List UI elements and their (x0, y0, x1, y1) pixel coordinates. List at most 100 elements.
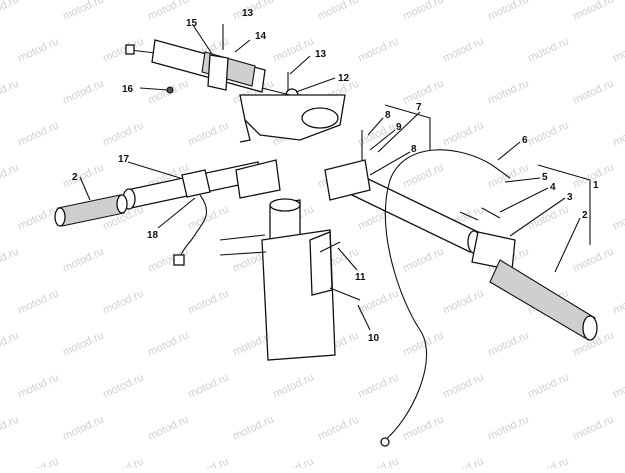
right-grip-body (489, 259, 596, 339)
watermark-text: motod.ru (16, 35, 60, 64)
screw-5 (459, 211, 479, 221)
callout-6: 6 (522, 135, 528, 146)
watermark-text: motod.ru (441, 287, 485, 316)
watermark-text: motod.ru (146, 413, 190, 442)
watermark-text: motod.ru (186, 119, 230, 148)
watermark-text: motod.ru (401, 329, 445, 358)
left-handlebar (122, 159, 281, 266)
leader-12 (295, 77, 336, 93)
throttle-cable (380, 149, 511, 447)
leader-lines (79, 24, 591, 331)
watermark-text: motod.ru (486, 329, 530, 358)
watermark-text: motod.ru (486, 413, 530, 442)
watermark-text: motod.ru (61, 77, 105, 106)
watermark-text: motod.ru (101, 35, 145, 64)
watermark-text: motod.ru (356, 371, 400, 400)
bracket-7 (384, 104, 431, 150)
throttle-housing (471, 231, 516, 271)
watermark-text: motod.ru (101, 287, 145, 316)
leader-8a (367, 117, 384, 136)
watermark-text: motod.ru (401, 413, 445, 442)
screw-4 (481, 207, 501, 219)
watermark-text: motod.ru (611, 35, 625, 64)
watermark-text: motod.ru (526, 35, 570, 64)
top-bridge-bore (301, 107, 339, 129)
watermark-text: motod.ru (271, 371, 315, 400)
watermark-text: motod.ru (146, 329, 190, 358)
leader-17 (127, 161, 181, 179)
damper-rod-end (125, 44, 135, 55)
watermark-text: motod.ru (61, 413, 105, 442)
watermark-text: motod.ru (16, 371, 60, 400)
callout-14: 14 (255, 31, 267, 42)
callout-5: 5 (542, 172, 548, 183)
right-handlebar (324, 130, 481, 254)
watermark-text: motod.ru (186, 455, 230, 468)
watermark-text: motod.ru (526, 455, 570, 468)
watermark-text: motod.ru (611, 203, 625, 232)
watermark-text: motod.ru (61, 245, 105, 274)
watermark-text: motod.ru (316, 0, 360, 23)
throttle-cable-line (384, 149, 493, 441)
watermark-text: motod.ru (61, 161, 105, 190)
watermark-text: motod.ru (271, 35, 315, 64)
watermark-text: motod.ru (16, 203, 60, 232)
damper-bracket (207, 54, 229, 91)
damper-link (261, 87, 291, 96)
throttle-assembly (459, 207, 598, 341)
top-bridge (239, 94, 346, 143)
leader-2b (554, 217, 581, 273)
left-grip-inner (116, 194, 128, 214)
watermark-text: motod.ru (316, 413, 360, 442)
watermark-text: motod.ru (401, 77, 445, 106)
watermark-text: motod.ru (271, 455, 315, 468)
watermark-text: motod.ru (186, 287, 230, 316)
watermark-text: motod.ru (441, 119, 485, 148)
watermark-text: motod.ru (526, 371, 570, 400)
leader-10 (357, 304, 371, 331)
watermark-text: motod.ru (16, 119, 60, 148)
callout-16: 16 (122, 84, 134, 95)
watermark-text: motod.ru (186, 371, 230, 400)
top-bridge-tab (239, 119, 251, 143)
steering-stem-top (269, 198, 301, 212)
watermark-text: motod.ru (571, 0, 615, 23)
watermark-text: motod.ru (16, 287, 60, 316)
watermark-text: motod.ru (526, 119, 570, 148)
watermark-text: motod.ru (486, 0, 530, 23)
leader-9 (369, 129, 396, 151)
callout-2-left: 2 (72, 172, 78, 183)
switch-connector (173, 254, 185, 266)
leader-16 (139, 87, 169, 91)
bracket-1 (537, 164, 591, 245)
callout-17: 17 (118, 154, 130, 165)
watermark-text: motod.ru (401, 161, 445, 190)
leader-15 (192, 24, 213, 55)
watermark-text: motod.ru (441, 371, 485, 400)
callout-2-right: 2 (582, 210, 588, 221)
leader-14 (234, 39, 251, 53)
watermark-text: motod.ru (186, 203, 230, 232)
watermark-text: motod.ru (0, 413, 21, 442)
leader-8b (369, 151, 411, 176)
watermark-text: motod.ru (441, 455, 485, 468)
leader-6 (497, 141, 521, 161)
leader-3 (509, 197, 566, 237)
watermark-text: motod.ru (231, 413, 275, 442)
watermark-text: motod.ru (146, 0, 190, 23)
watermark-text: motod.ru (611, 119, 625, 148)
watermark-text: motod.ru (16, 455, 60, 468)
callout-9: 9 (396, 122, 402, 133)
throttle-cable-end (491, 164, 511, 179)
watermark-text: motod.ru (611, 455, 625, 468)
callout-10: 10 (368, 333, 380, 344)
callout-13-right: 13 (315, 49, 327, 60)
frame-tube-left (219, 234, 266, 241)
leader-7 (377, 111, 421, 153)
watermark-text: motod.ru (0, 161, 21, 190)
watermark-text: motod.ru (401, 245, 445, 274)
callout-18: 18 (147, 230, 159, 241)
watermark-text: motod.ru (356, 455, 400, 468)
watermark-text: motod.ru (101, 371, 145, 400)
